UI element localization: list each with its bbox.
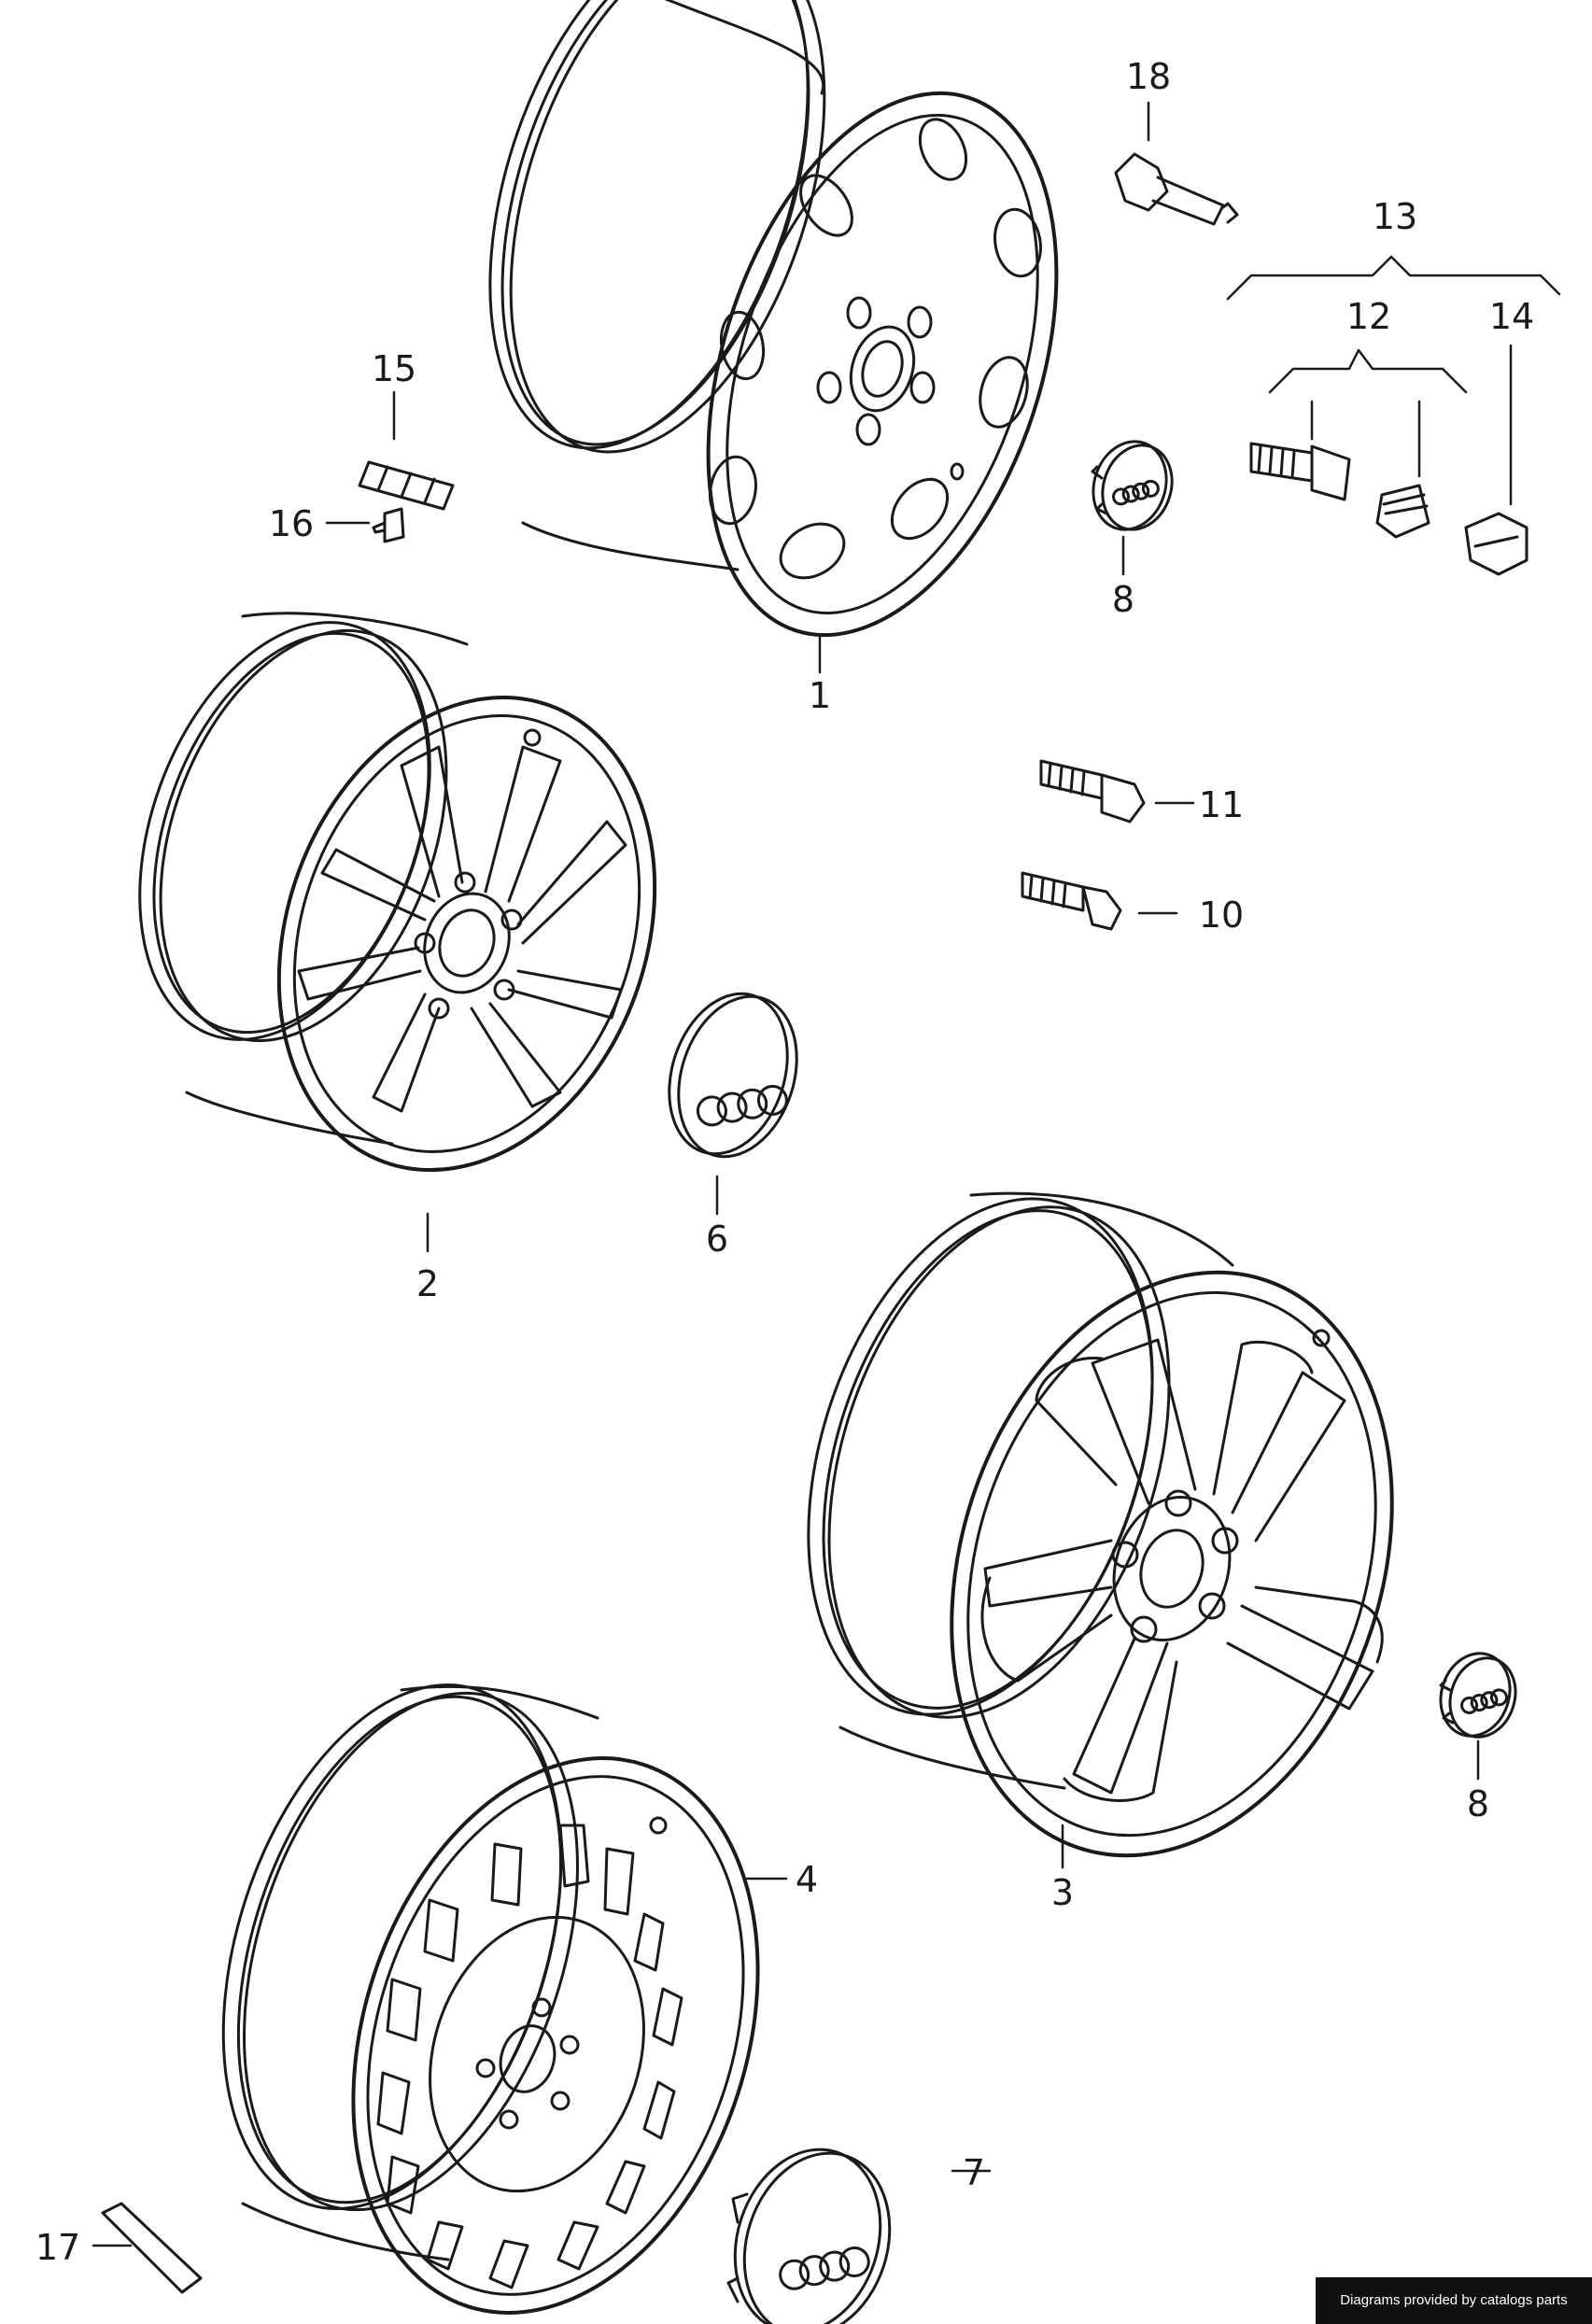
callout-18: 18 xyxy=(1126,56,1171,97)
hub-cap-8-upper xyxy=(1091,440,1174,531)
callout-4: 4 xyxy=(796,1859,818,1900)
wheel-2-split-spoke-rim xyxy=(138,612,657,1172)
callout-13: 13 xyxy=(1373,196,1417,237)
balance-weight-17 xyxy=(101,2202,203,2294)
callout-10: 10 xyxy=(1199,894,1244,936)
wheel-nut-14 xyxy=(1464,512,1529,576)
wheel-bolt-11 xyxy=(1039,759,1146,824)
leader-lines xyxy=(92,101,1561,2247)
callout-2: 2 xyxy=(416,1263,439,1304)
callout-12: 12 xyxy=(1346,296,1391,337)
lock-bolt-12 xyxy=(1249,442,1430,539)
balance-weight-clip-16 xyxy=(372,507,405,543)
balance-weight-15 xyxy=(358,460,455,511)
callout-15: 15 xyxy=(372,348,416,389)
wheel-3-five-spoke-rim xyxy=(807,1191,1394,1858)
callout-16: 16 xyxy=(269,503,314,544)
callout-6: 6 xyxy=(706,1218,728,1260)
callout-17: 17 xyxy=(35,2227,80,2268)
wheel-4-steel-rim xyxy=(221,1683,760,2315)
callout-3: 3 xyxy=(1051,1872,1074,1913)
center-cap-6 xyxy=(668,992,798,1159)
credit-banner: Diagrams provided by catalogs parts xyxy=(1316,2277,1592,2324)
center-cap-7 xyxy=(726,2148,892,2324)
callout-8-upper: 8 xyxy=(1112,579,1134,620)
tire-valve-18 xyxy=(1114,152,1239,226)
callout-1: 1 xyxy=(809,675,831,716)
callout-11: 11 xyxy=(1199,784,1244,825)
callout-8-lower: 8 xyxy=(1467,1783,1489,1824)
callout-labels: 1 2 3 4 6 7 8 8 10 11 12 13 14 15 16 17 … xyxy=(35,56,1534,2268)
wheel-1-oval-window-rim xyxy=(488,0,1059,638)
wheel-bolt-10 xyxy=(1021,871,1122,931)
callout-14: 14 xyxy=(1489,296,1534,337)
hub-cap-8-lower xyxy=(1439,1652,1517,1739)
callout-7: 7 xyxy=(963,2152,985,2193)
